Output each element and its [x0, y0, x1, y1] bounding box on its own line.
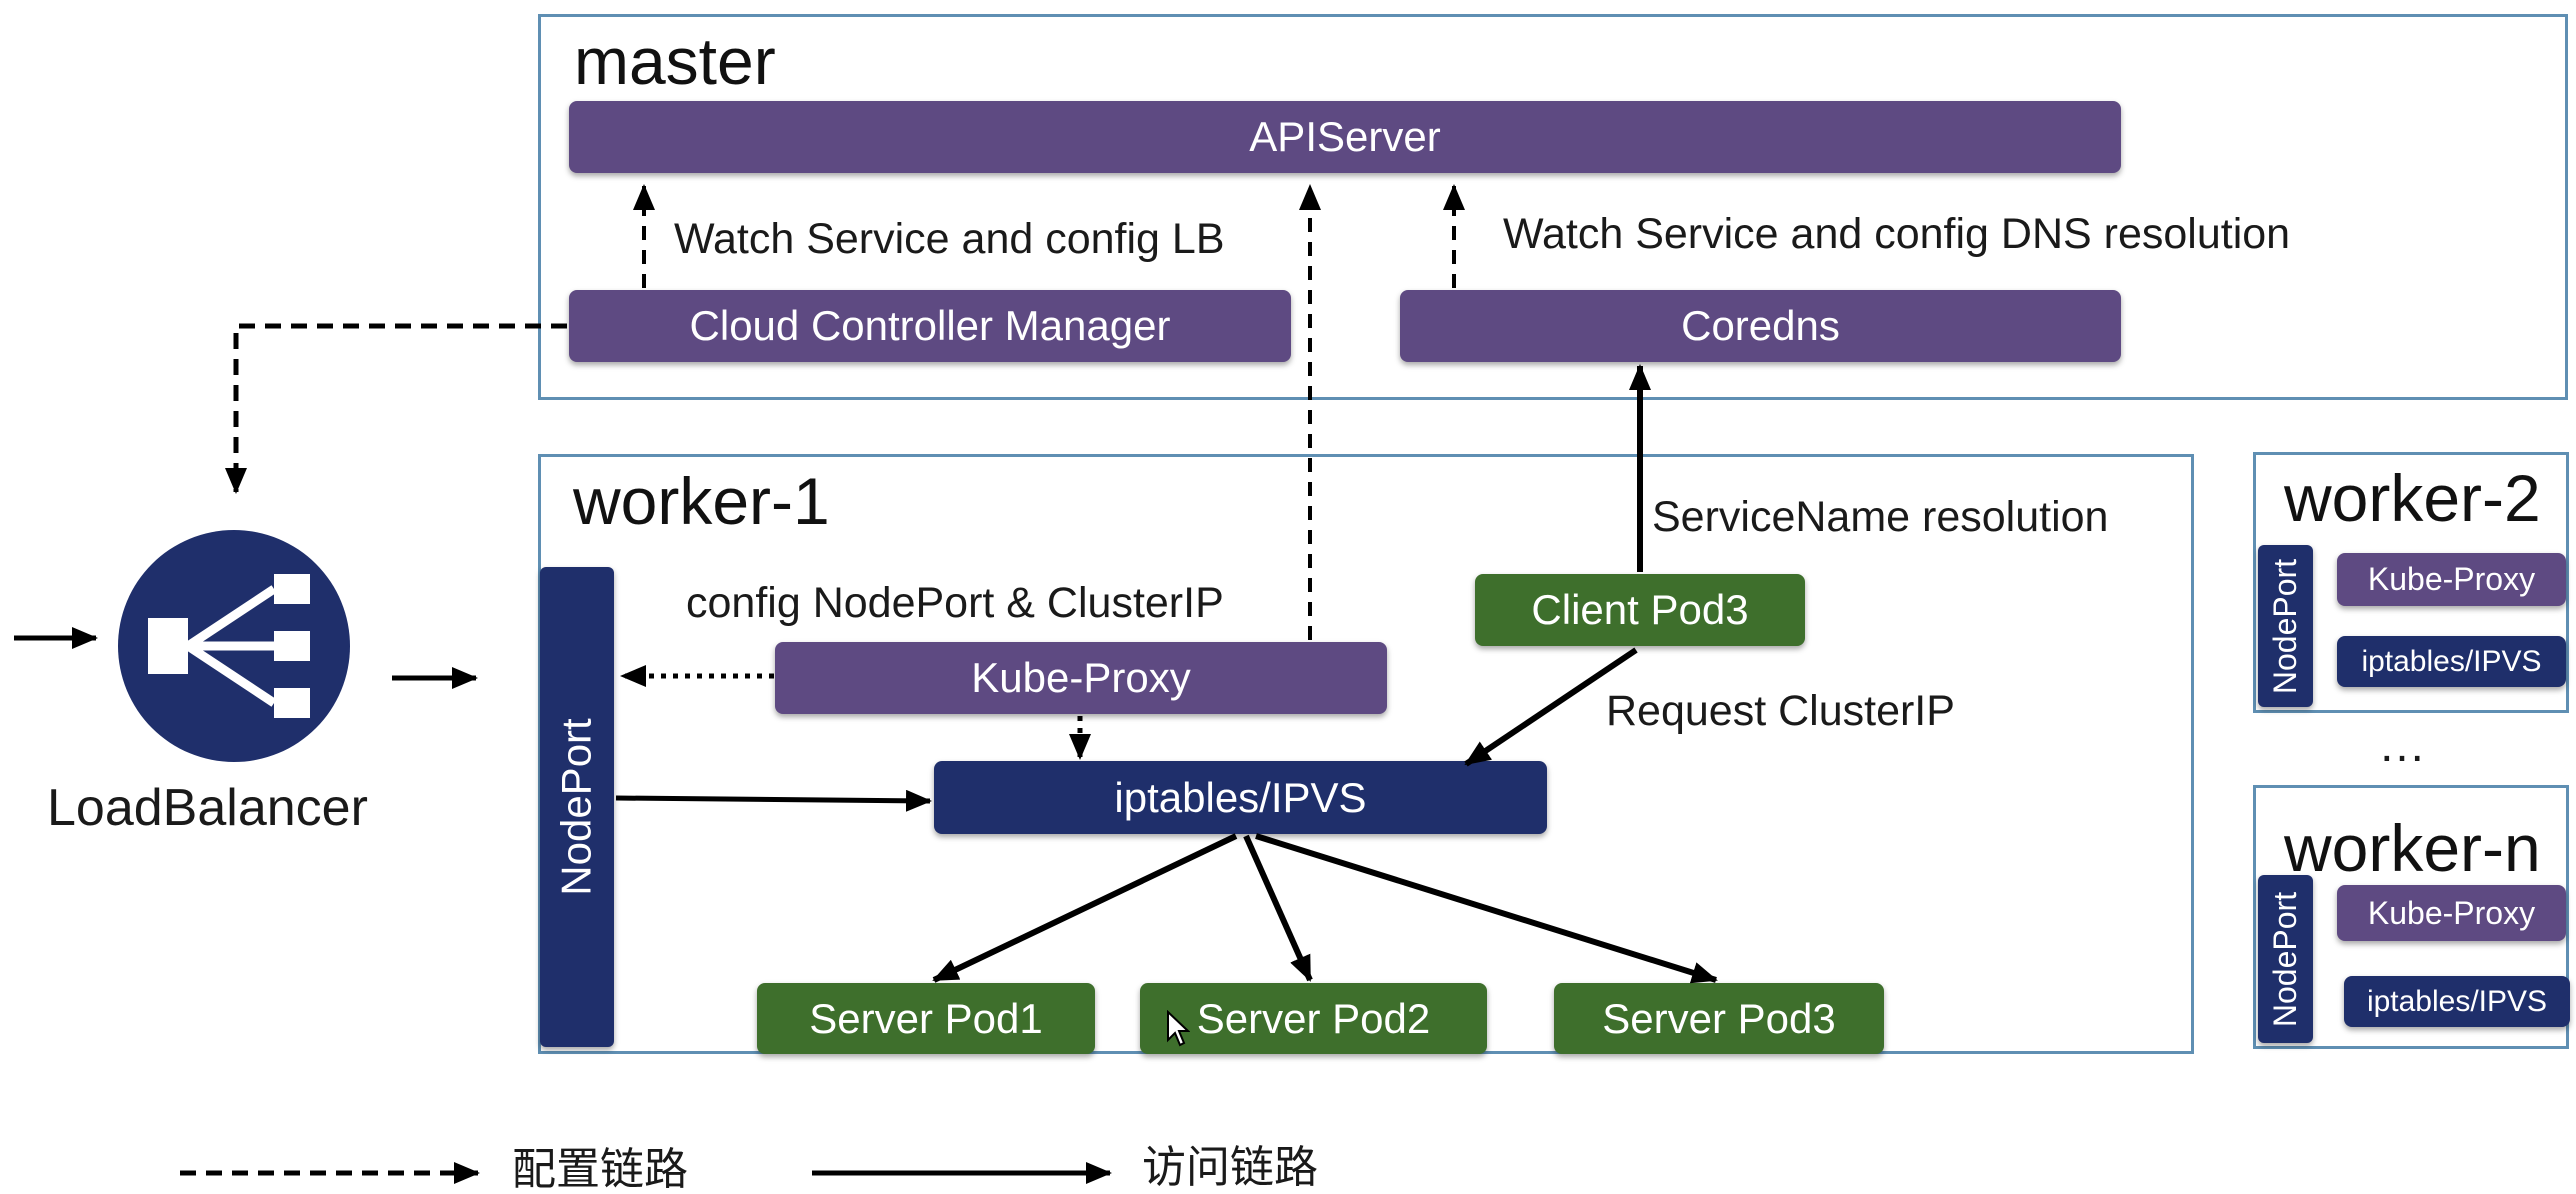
watch-dns-label: Watch Service and config DNS resolution [1503, 210, 2291, 258]
server-pod2-box[interactable]: Server Pod2 [1140, 983, 1487, 1054]
worker2-kube-proxy-box[interactable]: Kube-Proxy [2337, 553, 2566, 606]
legend-config-link-label: 配置链路 [512, 1145, 688, 1194]
master-frame [538, 14, 2568, 400]
worker1-kube-proxy-box[interactable]: Kube-Proxy [775, 642, 1387, 714]
request-clusterip-label: Request ClusterIP [1606, 687, 1955, 735]
loadbalancer-label: LoadBalancer [47, 779, 368, 837]
ccm-to-loadbalancer-arrow [225, 323, 567, 494]
servicename-resolution-label: ServiceName resolution [1652, 493, 2109, 541]
worker1-nodeport-bar[interactable]: NodePort [540, 567, 614, 1047]
workers-ellipsis: … [2378, 719, 2426, 772]
worker1-nodeport-label: NodePort [553, 718, 600, 896]
worker2-nodeport-label: NodePort [2267, 558, 2303, 694]
mouse-cursor-icon [1166, 1009, 1191, 1048]
server-pod1-box[interactable]: Server Pod1 [757, 983, 1095, 1054]
workern-kube-proxy-box[interactable]: Kube-Proxy [2337, 885, 2566, 941]
master-title: master [574, 24, 776, 98]
client-pod3-box[interactable]: Client Pod3 [1475, 574, 1805, 646]
workern-title: worker-n [2284, 811, 2541, 885]
cloud-controller-manager-box[interactable]: Cloud Controller Manager [569, 290, 1291, 362]
worker1-title: worker-1 [573, 464, 830, 538]
apiserver-box[interactable]: APIServer [569, 101, 2121, 173]
server-pod3-box[interactable]: Server Pod3 [1554, 983, 1884, 1054]
worker2-iptables-box[interactable]: iptables/IPVS [2337, 636, 2566, 687]
watch-lb-label: Watch Service and config LB [674, 215, 1225, 263]
coredns-box[interactable]: Coredns [1400, 290, 2121, 362]
worker1-iptables-box[interactable]: iptables/IPVS [934, 761, 1547, 834]
workern-iptables-box[interactable]: iptables/IPVS [2344, 976, 2570, 1027]
worker2-title: worker-2 [2284, 461, 2541, 535]
worker2-nodeport-bar[interactable]: NodePort [2258, 545, 2313, 707]
legend-access-link-label: 访问链路 [1142, 1143, 1318, 1192]
worker1-frame [538, 454, 2194, 1054]
loadbalancer-icon [118, 530, 350, 762]
workern-nodeport-label: NodePort [2267, 891, 2303, 1027]
workern-nodeport-bar[interactable]: NodePort [2258, 875, 2313, 1043]
worker2-frame [2253, 452, 2569, 713]
config-nodeport-clusterip-label: config NodePort & ClusterIP [686, 579, 1224, 627]
workern-frame [2253, 785, 2569, 1049]
